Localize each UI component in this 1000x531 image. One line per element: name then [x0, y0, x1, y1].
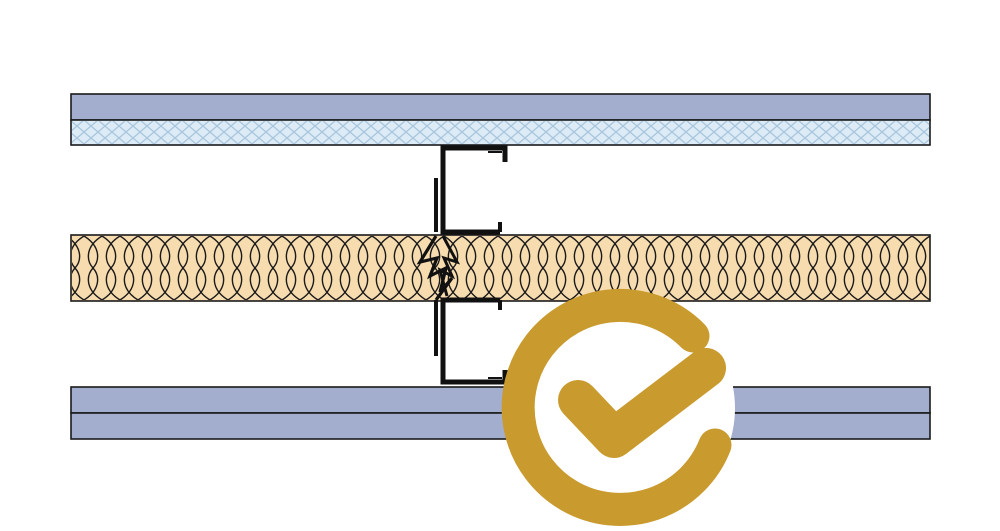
insulation-lobe: [461, 236, 481, 300]
insulation-lobe: [515, 236, 535, 300]
insulation-lobe: [677, 236, 697, 300]
insulation-lobe: [767, 236, 787, 300]
top-board-outer: [70, 93, 931, 121]
insulation-lobe: [83, 236, 103, 300]
insulation-lobe: [191, 236, 211, 300]
insulation-lobe: [911, 236, 930, 300]
bottom-board-inner: [70, 386, 931, 414]
insulation-lobe: [659, 236, 679, 300]
steel-stud: [416, 145, 508, 385]
insulation-lobe: [533, 236, 553, 300]
insulation-lobe: [173, 236, 193, 300]
insulation-lobe: [929, 236, 930, 237]
insulation-lobe: [371, 236, 391, 300]
insulation-lobe: [569, 236, 589, 300]
insulation-lobe: [875, 236, 895, 300]
insulation-lobe: [497, 236, 517, 300]
insulation-lobe: [641, 236, 661, 300]
insulation-lobe: [443, 236, 463, 300]
insulation-lobe: [695, 236, 715, 300]
bottom-board-outer: [70, 412, 931, 440]
insulation-lobe: [209, 236, 229, 300]
insulation-lobe: [281, 236, 301, 300]
insulation-lobe: [731, 236, 751, 300]
insulation-lobe: [227, 236, 247, 300]
insulation-lobe: [785, 236, 805, 300]
insulation-lobe: [137, 236, 157, 300]
insulation-pattern: [72, 236, 930, 300]
insulation-lobe: [119, 236, 139, 300]
insulation-lobe: [857, 236, 877, 300]
checkmark-icon: [558, 348, 726, 458]
insulation-lobe: [72, 236, 85, 297]
insulation-lobe: [353, 236, 373, 300]
insulation-lobe: [407, 236, 427, 300]
insulation-lobe: [587, 236, 607, 300]
insulation-lobe: [551, 236, 571, 300]
top-board-mesh-hatch: [72, 121, 929, 144]
insulation-lobe: [299, 236, 319, 300]
insulation-lobe: [713, 236, 733, 300]
insulation-lobe: [479, 236, 499, 300]
insulation-lobe: [101, 236, 121, 300]
insulation-lobe: [263, 236, 283, 300]
insulation-lobe: [803, 236, 823, 300]
insulation-lobe: [245, 236, 265, 300]
insulation-lobe: [317, 236, 337, 300]
insulation-lobe: [893, 236, 913, 300]
insulation-lobe: [821, 236, 841, 300]
insulation-lobe: [335, 236, 355, 300]
insulation-lobe: [929, 299, 930, 300]
insulation-lobe: [389, 236, 409, 300]
insulation-lobe: [425, 236, 445, 300]
en-classified-badge: EN CLASSIFIED: [501, 288, 735, 526]
insulation-lobe: [749, 236, 769, 300]
insulation-layer: [70, 234, 931, 302]
check-seal-icon: [501, 288, 732, 526]
insulation-lobe: [155, 236, 175, 300]
insulation-lobe: [839, 236, 859, 300]
